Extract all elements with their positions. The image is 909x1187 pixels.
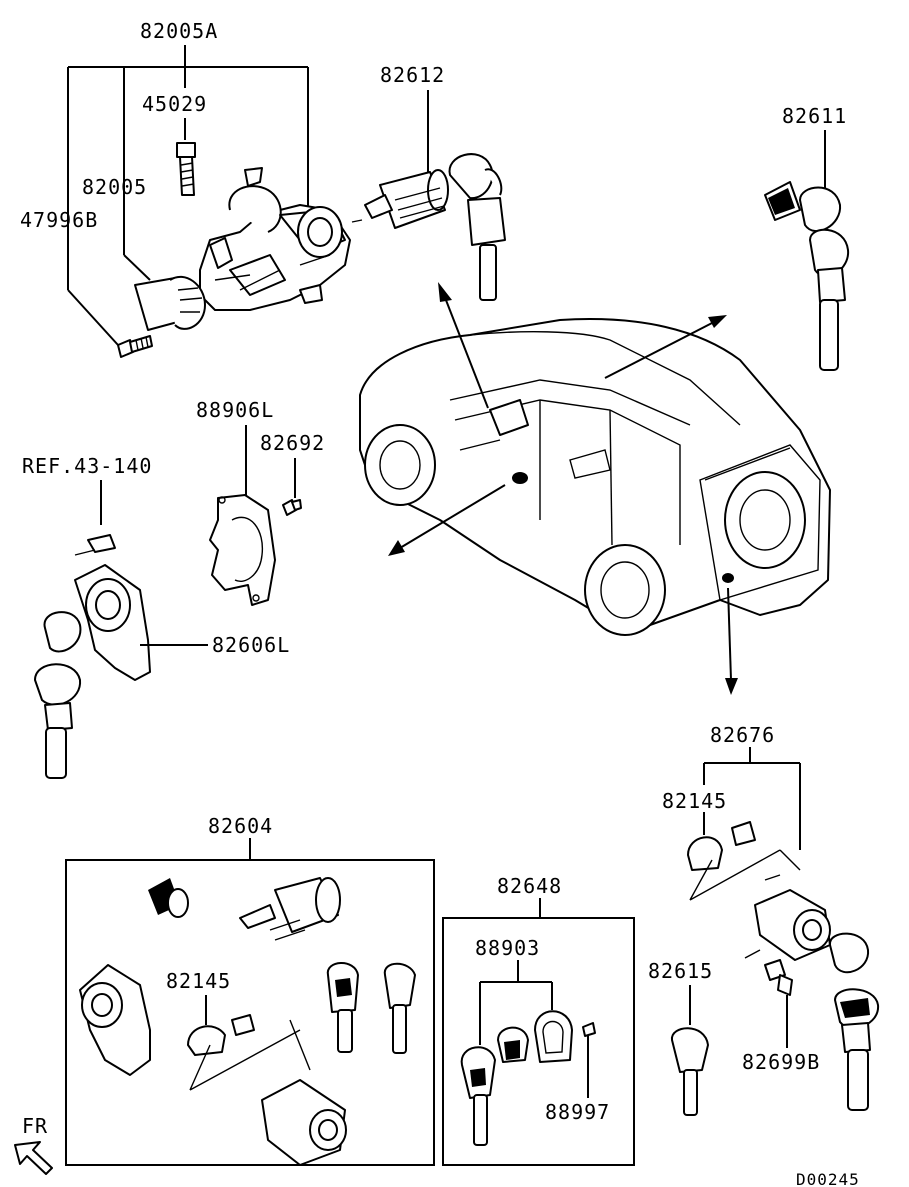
label-45029: 45029: [142, 92, 207, 116]
label-82005a: 82005A: [140, 19, 218, 43]
door-cylinder-82606l-group: [34, 480, 208, 779]
label-82145-tailgate: 82145: [662, 789, 727, 813]
label-82005: 82005: [82, 175, 147, 199]
label-fr: FR: [22, 1114, 48, 1138]
label-82615: 82615: [648, 959, 713, 983]
label-82612: 82612: [380, 63, 445, 87]
label-82604: 82604: [208, 814, 273, 838]
label-88906l: 88906L: [196, 398, 274, 422]
label-82648: 82648: [497, 874, 562, 898]
ignition-switch-group: [67, 45, 351, 358]
label-88903: 88903: [475, 936, 540, 960]
front-direction-arrow-icon: [14, 1141, 53, 1175]
label-82145-kit: 82145: [166, 969, 231, 993]
key-82615-group: [671, 985, 709, 1116]
kit-82648-group: [442, 898, 635, 1166]
label-82611: 82611: [782, 104, 847, 128]
label-82606l: 82606L: [212, 633, 290, 657]
steering-lock-body-icon: [199, 167, 351, 311]
callout-arrows: [388, 282, 738, 695]
label-82676: 82676: [710, 723, 775, 747]
label-82699b: 82699B: [742, 1050, 820, 1074]
drawing-number: D00245: [796, 1170, 860, 1187]
tailgate-82676-group: [687, 747, 880, 1111]
bolt-45029-icon: [176, 142, 196, 196]
screw-47996b-icon: [117, 335, 153, 358]
key-cylinder-82611-group: [764, 130, 850, 371]
ignition-switch-icon: [134, 275, 206, 331]
vehicle-illustration: [359, 318, 831, 636]
label-82692: 82692: [260, 431, 325, 455]
cover-88906l-group: [209, 425, 302, 606]
label-ref-43-140: REF.43-140: [22, 454, 152, 478]
kit-82604-group: [65, 838, 435, 1166]
key-cylinder-82612-group: [351, 90, 506, 301]
label-47996b: 47996B: [20, 208, 98, 232]
label-88997: 88997: [545, 1100, 610, 1124]
